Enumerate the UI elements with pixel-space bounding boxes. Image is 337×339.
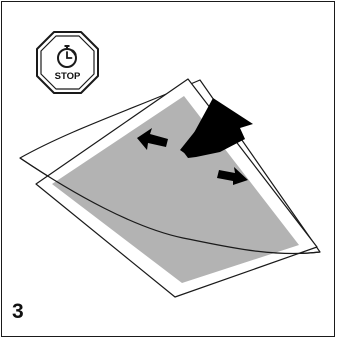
stopwatch-icon	[57, 45, 77, 68]
stop-octagon	[36, 31, 99, 94]
print-area	[52, 96, 299, 283]
arrow-up-body	[180, 122, 230, 157]
arrow-left-icon	[137, 128, 168, 150]
arrow-right-icon	[217, 167, 248, 185]
stop-label: STOP	[55, 71, 81, 82]
stop-octagon-inner	[40, 35, 95, 90]
stop-sign: STOP	[36, 31, 99, 94]
curl-edge	[19, 157, 321, 255]
step-number: 3	[12, 300, 24, 323]
